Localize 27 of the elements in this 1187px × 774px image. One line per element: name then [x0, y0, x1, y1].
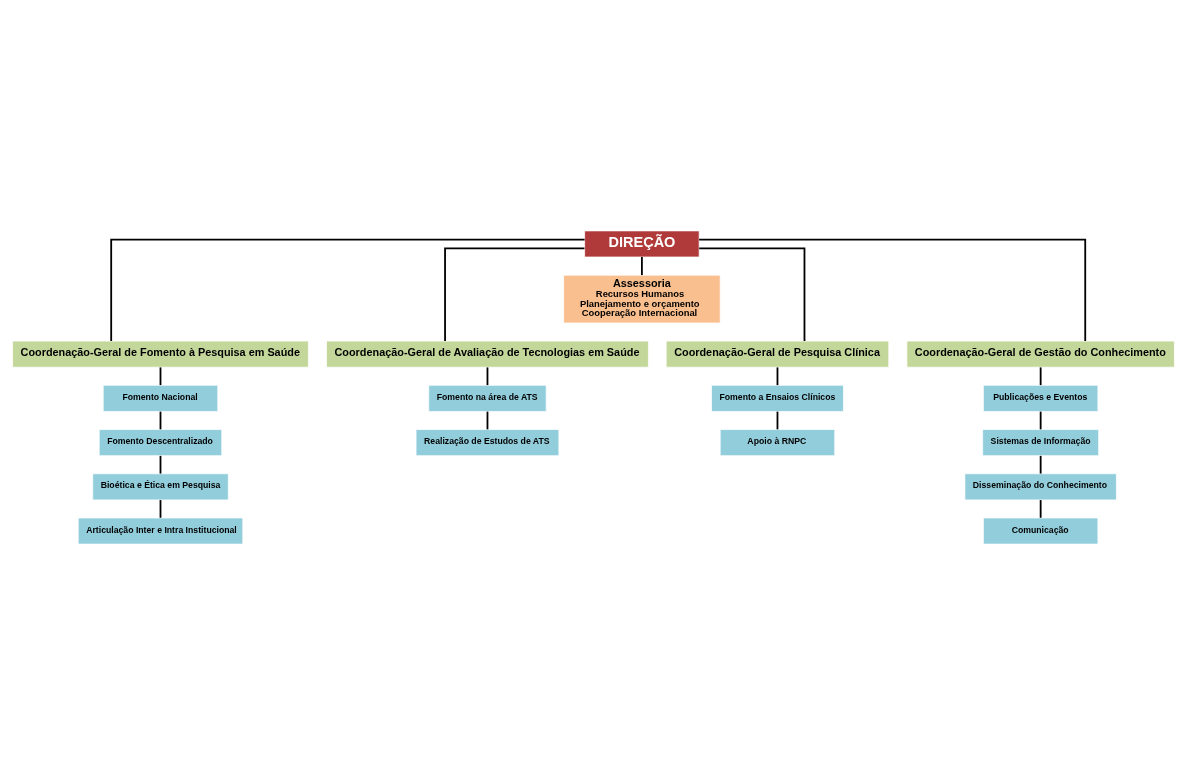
- node-box: Apoio à RNPC: [719, 428, 836, 456]
- node-box: Realização de Estudos de ATS: [415, 428, 560, 456]
- node-box: Bioética e Ética em Pesquisa: [92, 472, 229, 500]
- node-box: Publicações e Eventos: [983, 384, 1099, 412]
- node-box: Fomento na área de ATS: [428, 384, 547, 412]
- node-box: Sistemas de Informação: [982, 428, 1099, 456]
- connector: [698, 238, 1087, 342]
- connector: [1039, 410, 1042, 430]
- connector: [641, 255, 643, 276]
- node-box: DIREÇÃO: [584, 230, 700, 257]
- connector: [1039, 498, 1042, 519]
- node-box: Fomento Descentralizado: [98, 428, 223, 456]
- node-box: Coordenação-Geral de Pesquisa Clínica: [665, 340, 890, 368]
- node-box: Articulação Inter e Intra Institucional: [77, 517, 244, 544]
- connector: [698, 246, 806, 342]
- node-box: Fomento Nacional: [102, 384, 219, 412]
- node-box: Coordenação-Geral de Fomento à Pesquisa em Saúde: [12, 340, 309, 368]
- connector: [444, 246, 586, 342]
- node-box: Comunicação: [983, 517, 1099, 544]
- connector: [110, 238, 586, 342]
- node-box: Coordenação-Geral de Avaliação de Tecnologias em Saúde: [326, 340, 649, 368]
- connector: [1039, 366, 1042, 386]
- node-box: Assessoria Recursos Humanos Planejamento e orçamento Cooperação Internacional: [563, 274, 721, 323]
- connector: [1039, 454, 1042, 474]
- node-box: Disseminação do Conhecimento: [964, 472, 1117, 500]
- node-box: Fomento a Ensaios Clínicos: [711, 384, 844, 412]
- node-box: Coordenação-Geral de Gestão do Conhecimento: [906, 340, 1175, 368]
